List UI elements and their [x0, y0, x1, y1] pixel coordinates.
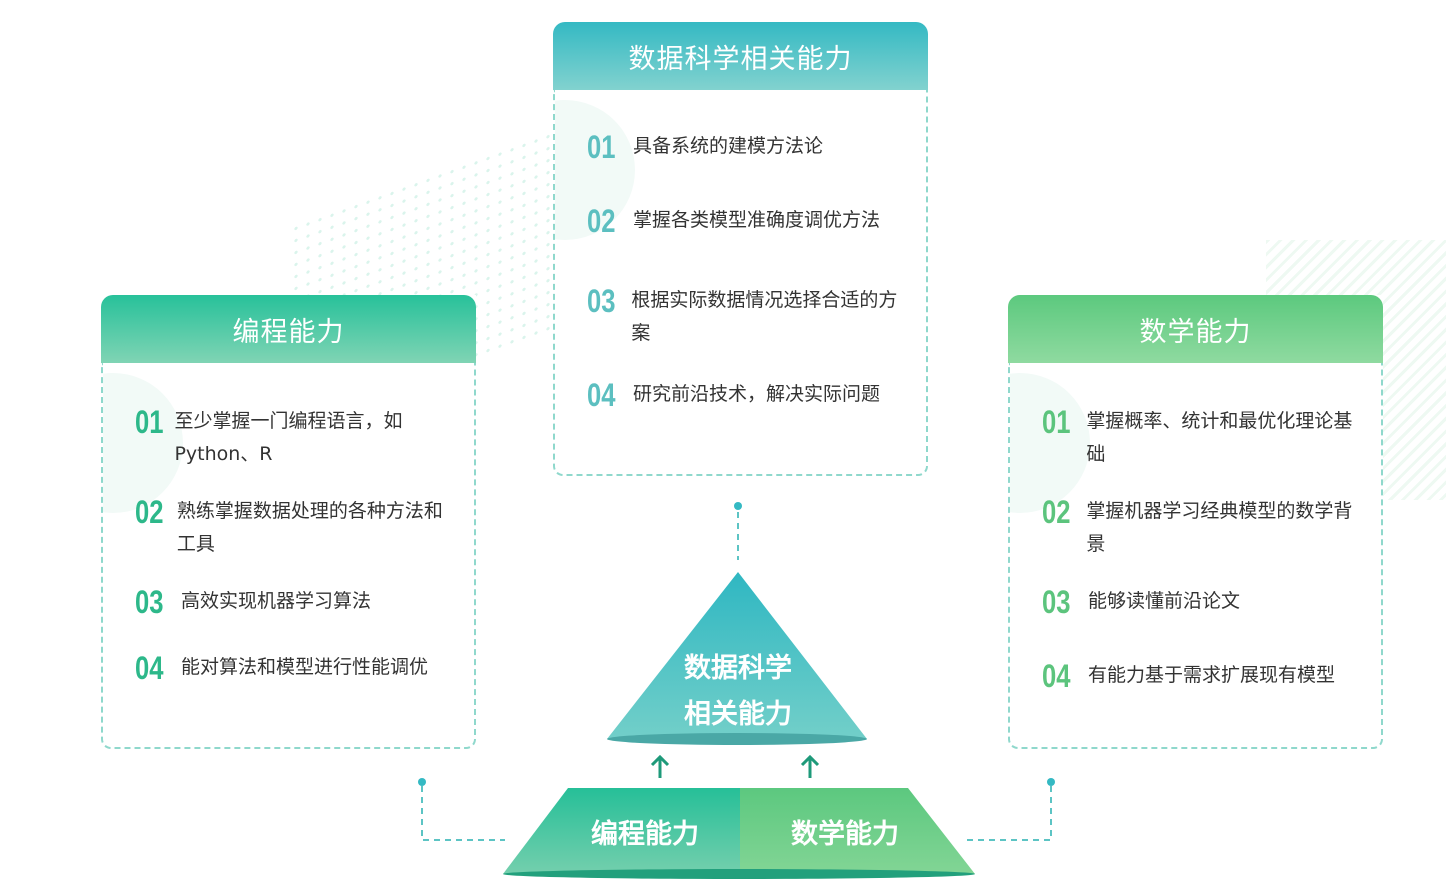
pyramid-top-label: 数据科学相关能力	[684, 653, 792, 730]
list-item: 03 高效实现机器学习算法	[135, 585, 454, 619]
connector-dot	[734, 502, 742, 510]
math-card: 数学能力 01 掌握概率、统计和最优化理论基础 02 掌握机器学习经典模型的数学背景…	[1008, 295, 1383, 749]
item-text: 根据实际数据情况选择合适的方案	[631, 289, 898, 344]
list-item: 02 掌握各类模型准确度调优方法	[587, 204, 906, 238]
item-text: 有能力基于需求扩展现有模型	[1088, 664, 1336, 686]
item-text: 至少掌握一门编程语言，如Python、R	[174, 410, 403, 465]
item-text: 掌握各类模型准确度调优方法	[633, 209, 881, 231]
list-item: 02 掌握机器学习经典模型的数学背景	[1042, 495, 1361, 561]
item-number: 03	[1042, 584, 1071, 620]
list-item: 03 根据实际数据情况选择合适的方案	[587, 284, 906, 350]
list-item: 02 熟练掌握数据处理的各种方法和工具	[135, 495, 454, 561]
item-text: 掌握概率、统计和最优化理论基础	[1086, 410, 1353, 465]
item-text: 掌握机器学习经典模型的数学背景	[1086, 500, 1353, 555]
item-number: 02	[135, 494, 164, 530]
item-number: 01	[1042, 404, 1071, 440]
pyramid-left-label: 编程能力	[591, 819, 699, 850]
card-title: 编程能力	[101, 295, 476, 363]
item-text: 熟练掌握数据处理的各种方法和工具	[176, 500, 443, 555]
pyramid-right-label: 数学能力	[791, 819, 899, 850]
up-arrow-icon	[650, 754, 670, 778]
data-science-card: 数据科学相关能力 01 具备系统的建模方法论 02 掌握各类模型准确度调优方法 03…	[553, 22, 928, 476]
item-text: 能够读懂前沿论文	[1088, 590, 1241, 612]
list-item: 04 有能力基于需求扩展现有模型	[1042, 659, 1361, 693]
item-number: 01	[135, 404, 164, 440]
pyramid-top	[607, 572, 867, 739]
item-number: 03	[135, 584, 164, 620]
item-number: 02	[587, 203, 616, 239]
list-item: 03 能够读懂前沿论文	[1042, 585, 1361, 619]
connector-dot	[1047, 778, 1055, 786]
item-number: 04	[1042, 658, 1071, 694]
programming-card: 编程能力 01 至少掌握一门编程语言，如Python、R 02 熟练掌握数据处理的各…	[101, 295, 476, 749]
card-body: 01 具备系统的建模方法论 02 掌握各类模型准确度调优方法 03 根据实际数据情况选…	[553, 90, 928, 476]
item-number: 03	[587, 283, 616, 319]
card-title: 数据科学相关能力	[553, 22, 928, 90]
up-arrow-icon	[800, 754, 820, 778]
item-number: 04	[135, 650, 164, 686]
item-number: 04	[587, 377, 616, 413]
pyramid-base-left	[503, 788, 740, 874]
item-text: 能对算法和模型进行性能调优	[181, 656, 429, 678]
item-text: 高效实现机器学习算法	[181, 590, 372, 612]
list-item: 04 研究前沿技术，解决实际问题	[587, 378, 906, 412]
pyramid-base-right	[740, 788, 975, 874]
card-title: 数学能力	[1008, 295, 1383, 363]
item-text: 研究前沿技术，解决实际问题	[633, 383, 881, 405]
card-body: 01 至少掌握一门编程语言，如Python、R 02 熟练掌握数据处理的各种方法和工…	[101, 363, 476, 749]
connector-lines	[421, 512, 1052, 841]
list-item: 01 具备系统的建模方法论	[587, 130, 906, 164]
item-number: 01	[587, 129, 616, 165]
item-text: 具备系统的建模方法论	[633, 135, 824, 157]
list-item: 01 掌握概率、统计和最优化理论基础	[1042, 405, 1361, 471]
list-item: 04 能对算法和模型进行性能调优	[135, 651, 454, 685]
connector-dot	[418, 778, 426, 786]
list-item: 01 至少掌握一门编程语言，如Python、R	[135, 405, 454, 471]
item-number: 02	[1042, 494, 1071, 530]
card-body: 01 掌握概率、统计和最优化理论基础 02 掌握机器学习经典模型的数学背景 03 能够…	[1008, 363, 1383, 749]
